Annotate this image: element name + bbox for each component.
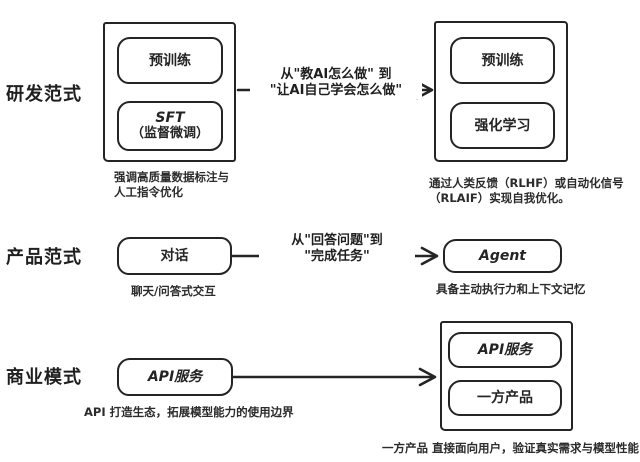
pill-api-service-after: API服务 — [448, 332, 562, 368]
pill-dialogue-label: 对话 — [160, 248, 189, 264]
caption-rnd-before-line1: 强调高质量数据标注与 — [114, 170, 229, 184]
row-label-rnd-paradigm: 研发范式 — [6, 84, 82, 105]
rnd-arrow-label: 从"教AI怎么做" 到 "让AI自己学会怎么做" — [250, 67, 422, 99]
pill-first-party-product: 一方产品 — [448, 380, 562, 416]
caption-rnd-after-line1: 通过人类反馈（RLHF）或自动化信号 — [429, 176, 624, 190]
pill-pretraining-before-label: 预训练 — [149, 52, 191, 69]
pill-pretraining-after-label: 预训练 — [481, 52, 524, 69]
rnd-arrow-label-line2: "让AI自己学会怎么做" — [269, 83, 403, 98]
pill-reinforcement-learning: 强化学习 — [450, 102, 555, 149]
caption-agent: 具备主动执行力和上下文记忆 — [436, 282, 586, 296]
pill-pretraining-after: 预训练 — [450, 37, 555, 84]
pill-first-party-product-label: 一方产品 — [477, 390, 533, 406]
caption-first-party-product: 一方产品 直接面向用户，验证真实需求与模型性能 — [382, 441, 640, 455]
rnd-arrow-label-line1: 从"教AI怎么做" 到 — [280, 67, 392, 82]
pill-sft-title: SFT — [155, 110, 185, 126]
pill-dialogue: 对话 — [117, 237, 232, 275]
pill-api-service-label: API服务 — [147, 369, 203, 385]
pill-sft: SFT （监督微调） — [117, 101, 223, 151]
pill-api-service: API服务 — [117, 358, 233, 396]
pill-pretraining-before: 预训练 — [117, 37, 223, 84]
pill-agent-label: Agent — [478, 248, 526, 264]
caption-rnd-after: 通过人类反馈（RLHF）或自动化信号 （RLAIF）实现自我优化。 — [429, 176, 624, 205]
product-arrow-label-line1: 从"回答问题"到 — [291, 233, 383, 248]
pill-sft-subtitle: （监督微调） — [130, 126, 209, 141]
row-label-product-paradigm: 产品范式 — [6, 247, 82, 268]
caption-rnd-before: 强调高质量数据标注与 人工指令优化 — [114, 170, 229, 199]
caption-rnd-before-line2: 人工指令优化 — [114, 184, 183, 199]
product-arrow-label: 从"回答问题"到 "完成任务" — [259, 233, 415, 265]
pill-reinforcement-learning-label: 强化学习 — [474, 117, 531, 134]
business-arrow-right-icon — [231, 367, 437, 387]
caption-rnd-after-line2: （RLAIF）实现自我优化。 — [429, 190, 570, 205]
caption-dialogue: 聊天/问答式交互 — [131, 284, 216, 298]
row-label-business-model: 商业模式 — [6, 367, 82, 388]
pill-api-service-after-label: API服务 — [477, 342, 533, 358]
caption-api-service: API 打造生态，拓展模型能力的使用边界 — [84, 405, 294, 419]
pill-agent: Agent — [443, 239, 562, 273]
product-arrow-label-line2: "完成任务" — [304, 249, 370, 264]
